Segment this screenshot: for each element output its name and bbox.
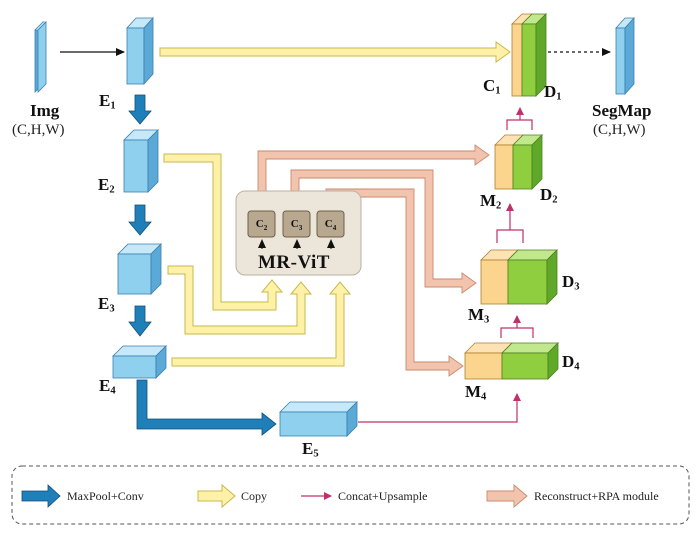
- input-image-slab: [34, 21, 47, 93]
- encoder-block-e4: [112, 345, 167, 379]
- input-dims: (C,H,W): [12, 122, 65, 138]
- legend-copy-label: Copy: [241, 489, 268, 503]
- mrvit-c2-label: C2: [255, 218, 268, 233]
- segmap-slab: [615, 16, 635, 96]
- mrvit-block-c3: [282, 210, 311, 238]
- mrvit-block-c4: [316, 210, 345, 238]
- legend-box: [11, 465, 690, 525]
- legend-maxpool-icon: [21, 484, 61, 508]
- maxpool-arrows: [128, 94, 277, 436]
- mrvit-title: MR-ViT: [258, 252, 330, 273]
- label-m3: M3: [468, 305, 490, 326]
- encoder-block-e3: [117, 243, 162, 295]
- label-m2: M2: [480, 191, 502, 212]
- mrvit-module: [235, 190, 362, 276]
- merge-block-m4: [464, 342, 513, 380]
- decoder-block-d4: [501, 342, 559, 380]
- legend-maxpool-label: MaxPool+Conv: [67, 489, 144, 503]
- legend-rpa-label: Reconstruct+RPA module: [534, 489, 659, 503]
- legend-rpa-icon: [486, 484, 528, 508]
- label-e2: E2: [98, 175, 115, 196]
- label-d3: D3: [562, 272, 580, 293]
- mrvit-block-c2: [247, 210, 276, 238]
- label-e1: E1: [99, 91, 116, 112]
- output-label: SegMap: [592, 101, 652, 120]
- merge-block-m3: [480, 249, 519, 305]
- legend-concat-label: Concat+Upsample: [338, 489, 428, 503]
- label-d1: D1: [544, 82, 562, 103]
- label-d2: D2: [540, 185, 558, 206]
- encoder-block-e2: [123, 129, 159, 193]
- rpa-arrows: [257, 144, 490, 377]
- decoder-block-d2: [512, 134, 543, 190]
- encoder-block-e5: [279, 401, 358, 437]
- mrvit-c3-label: C3: [290, 218, 303, 233]
- legend-copy-icon: [197, 483, 236, 509]
- label-e5: E5: [302, 439, 319, 460]
- label-d4: D4: [562, 352, 580, 373]
- input-label: Img: [30, 101, 60, 120]
- mrvit-c4-label: C4: [324, 218, 337, 233]
- merge-block-m2: [494, 134, 524, 190]
- copy-arrows: [159, 41, 511, 367]
- encoder-block-e1: [126, 16, 154, 86]
- label-c1: C1: [483, 76, 501, 97]
- decoder-block-d3: [507, 249, 558, 305]
- decoder-block-d1: [521, 13, 547, 97]
- label-m4: M4: [465, 382, 487, 403]
- label-e4: E4: [99, 376, 116, 397]
- output-dims: (C,H,W): [593, 122, 646, 138]
- concat-upsample-arrows: [358, 107, 534, 423]
- label-e3: E3: [98, 294, 115, 315]
